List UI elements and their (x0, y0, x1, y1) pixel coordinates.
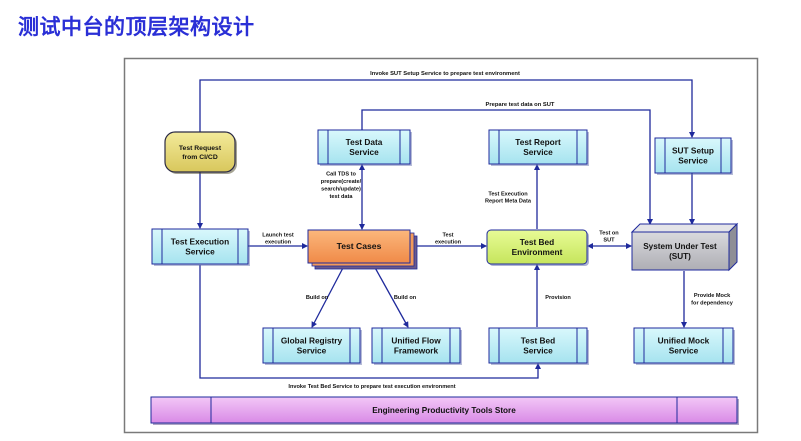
node-sut-label: System Under Test(SUT) (643, 242, 717, 261)
edge-invoke-test-bed (199, 265, 541, 379)
label-provision: Provision (545, 295, 571, 301)
node-test-cases[interactable]: Test Cases (307, 229, 418, 270)
node-tools-store[interactable]: Engineering Productivity Tools Store (150, 396, 739, 425)
label-invoke-test-bed: Invoke Test Bed Service to prepare test … (288, 384, 455, 390)
label-build-on-left: Build on (306, 295, 329, 301)
edge-invoke-sut-setup (199, 79, 695, 138)
node-test-cases-label: Test Cases (337, 241, 382, 251)
node-tools-store-label: Engineering Productivity Tools Store (372, 406, 516, 415)
node-sut[interactable]: System Under Test(SUT) (630, 222, 739, 272)
label-build-on-right: Build on (394, 295, 417, 301)
label-invoke-sut-setup: Invoke SUT Setup Service to prepare test… (370, 71, 520, 77)
edge-prepare-test-data (361, 109, 653, 225)
label-prepare-test-data: Prepare test data on SUT (486, 102, 555, 108)
edge-build-on-right (372, 263, 409, 328)
edge-build-on-left (311, 263, 346, 328)
page-title: 测试中台的顶层架构设计 (18, 15, 255, 39)
